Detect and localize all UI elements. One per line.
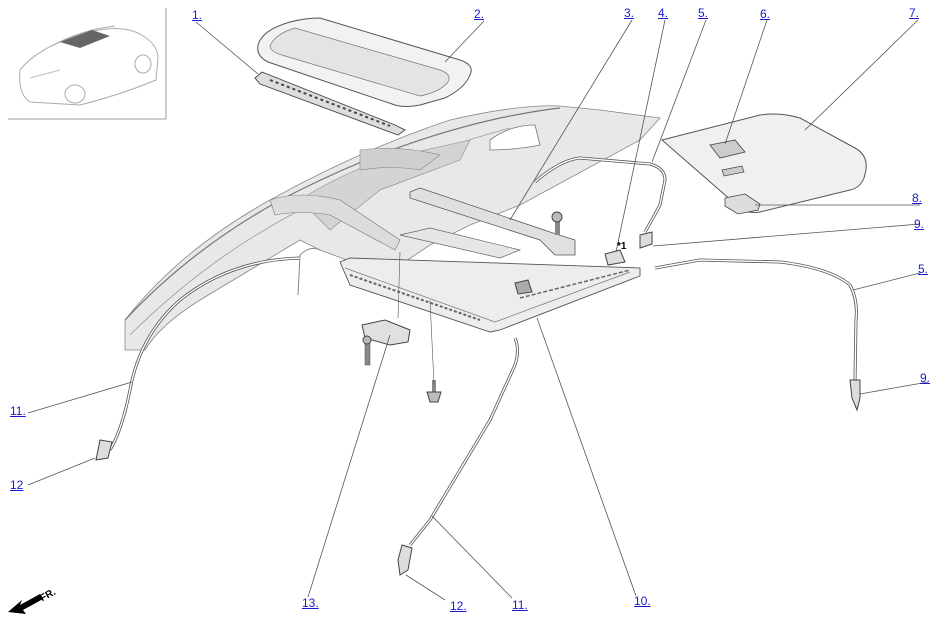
- small-components: [361, 211, 626, 403]
- callout-1[interactable]: 1.: [192, 8, 203, 22]
- callout-7[interactable]: 7.: [909, 6, 920, 20]
- hose-connectors: [95, 231, 861, 576]
- shade-handle: [724, 193, 761, 215]
- sunroof-frame: [339, 257, 641, 333]
- callout-4[interactable]: 4.: [658, 6, 669, 20]
- callout-5-right[interactable]: 5.: [918, 262, 929, 276]
- callout-11-bottom[interactable]: 11.: [512, 598, 528, 612]
- callout-5-top[interactable]: 5.: [698, 6, 709, 20]
- leader-lines: [27, 19, 929, 601]
- seal-strip: [254, 71, 406, 136]
- callout-2[interactable]: 2.: [474, 7, 485, 21]
- callout-12-bottom[interactable]: 12.: [450, 599, 467, 613]
- callout-9-upper[interactable]: 9.: [914, 217, 925, 231]
- roof-rails: [269, 187, 576, 259]
- callout-11-left[interactable]: 11.: [10, 404, 26, 418]
- roof-body: [124, 105, 661, 351]
- callout-10[interactable]: 10.: [634, 594, 651, 608]
- car-thumbnail: [8, 8, 167, 120]
- front-arrow-icon: [8, 594, 43, 614]
- callout-3[interactable]: 3.: [624, 6, 635, 20]
- callout-8[interactable]: 8.: [912, 191, 923, 205]
- callout-13[interactable]: 13.: [302, 596, 319, 610]
- drain-hoses: [108, 156, 858, 546]
- callout-9-lower[interactable]: 9.: [920, 371, 931, 385]
- callout-6[interactable]: 6.: [760, 7, 771, 21]
- glass-panel: [257, 17, 472, 107]
- callout-12-left[interactable]: 12: [10, 478, 24, 492]
- sun-shade: [660, 113, 867, 213]
- footnote-marker: *1: [617, 241, 627, 252]
